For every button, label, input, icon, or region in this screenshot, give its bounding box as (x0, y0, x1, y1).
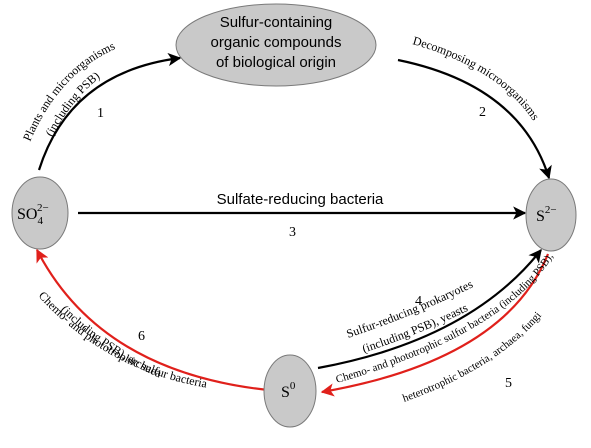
node-organic-compounds: Sulfur-containing organic compounds of b… (175, 3, 377, 87)
sulfur-formula: S0 (281, 380, 296, 401)
organic-line-1: Sulfur-containing (220, 14, 333, 31)
arrow-6-sulfur-oxidation (36, 248, 269, 392)
arrow-2-decomposition (397, 58, 552, 180)
arrow-5-sulfide-oxidation (320, 253, 550, 397)
process-2-text-line-1: Decomposing microorganisms (411, 33, 542, 123)
sulfide-superscript: 2− (545, 204, 557, 216)
process-6-text-line-2: (including PSB), archaea (58, 302, 164, 380)
arrow-1-assimilation (37, 52, 182, 171)
process-3-label: Sulfate-reducing bacteria 3 (217, 191, 384, 240)
node-sulfide: S2− (525, 178, 577, 252)
node-sulfate: SO42− (11, 176, 69, 250)
process-1-label: Plants and microorganisms (including PSB… (20, 38, 117, 143)
process-4-number: 4 (415, 294, 422, 309)
process-6-label: Chemo- and phototrophic sulfur bacteria … (36, 289, 209, 391)
sulfate-superscript: 2− (37, 202, 49, 214)
process-2-number: 2 (479, 105, 486, 120)
process-6-text-line-1: Chemo- and phototrophic sulfur bacteria (36, 289, 209, 391)
organic-line-3: of biological origin (216, 54, 336, 71)
sulfate-formula: SO42− (17, 202, 49, 227)
sulfate-subscript: 4 (37, 215, 43, 227)
sulfur-base: S (281, 384, 290, 401)
sulfate-base: SO (17, 206, 37, 223)
sulfide-base: S (536, 208, 545, 225)
organic-line-2: organic compounds (211, 34, 342, 51)
process-1-text-line-1: Plants and microorganisms (20, 38, 117, 143)
process-5-number: 5 (505, 376, 512, 391)
process-3-number: 3 (289, 225, 296, 240)
node-elemental-sulfur: S0 (263, 354, 317, 428)
arrow-4-sulfur-reduction (317, 248, 542, 370)
sulfur-superscript: 0 (290, 380, 296, 392)
process-6-number: 6 (138, 329, 145, 344)
process-1-number: 1 (97, 106, 104, 121)
sulfide-formula: S2− (536, 204, 557, 225)
process-3-text: Sulfate-reducing bacteria (217, 191, 384, 208)
process-2-label: Decomposing microorganisms 2 (411, 33, 542, 123)
